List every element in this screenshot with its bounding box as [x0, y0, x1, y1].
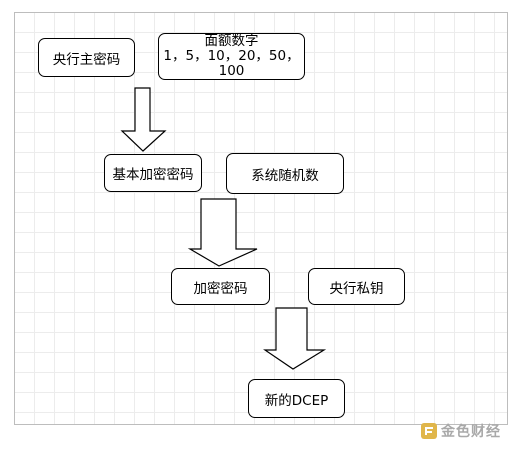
watermark-text: 金色财经: [441, 424, 501, 440]
central-private-key-label: 央行私钥: [329, 280, 384, 297]
system-random-number-label: 系统随机数: [251, 167, 319, 184]
denomination-values-line2: 100: [218, 63, 245, 79]
basic-encryption-key-label: 基本加密密码: [112, 167, 194, 183]
diagram-canvas: [14, 12, 508, 425]
encryption-key-box: 加密密码: [171, 268, 270, 305]
down-arrow-1: [120, 87, 167, 152]
watermark-logo-icon: [421, 423, 437, 439]
new-dcep-box: 新的DCEP: [248, 379, 345, 418]
new-dcep-label: 新的DCEP: [264, 392, 329, 409]
watermark: 金色财经: [420, 421, 501, 441]
denomination-box: 面额数字 1，5，10，20，50， 100: [158, 33, 305, 80]
encryption-key-label: 加密密码: [193, 280, 248, 297]
central-master-key-box: 央行主密码: [38, 38, 135, 77]
central-private-key-box: 央行私钥: [308, 268, 405, 305]
down-arrow-2: [187, 198, 258, 267]
down-arrow-3: [263, 307, 327, 370]
basic-encryption-key-box: 基本加密密码: [104, 154, 202, 192]
denomination-title: 面额数字: [204, 33, 259, 49]
denomination-values-line1: 1，5，10，20，50，: [163, 48, 300, 64]
central-master-key-label: 央行主密码: [52, 51, 121, 68]
system-random-number-box: 系统随机数: [226, 153, 344, 194]
